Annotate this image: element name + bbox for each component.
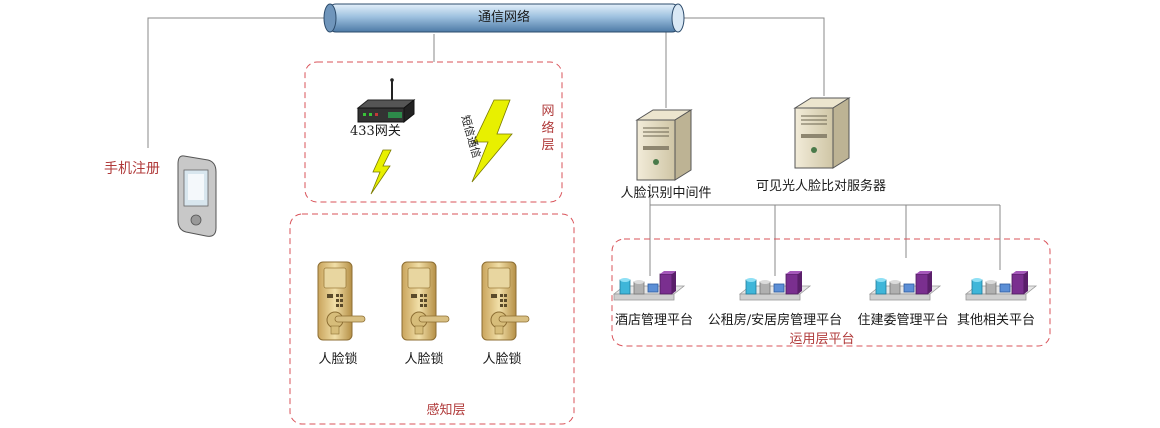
hotel-platform-label: 酒店管理平台 <box>614 313 694 328</box>
gateway-device-icon <box>356 78 416 124</box>
application-layer-title: 运用层平台 <box>789 332 855 347</box>
middleware-server-icon <box>636 109 692 181</box>
face-lock-icon-1 <box>317 261 366 341</box>
face-lock-label-3: 人脸锁 <box>482 352 522 367</box>
perception-layer-title: 感知层 <box>426 403 466 418</box>
face-lock-icon-2 <box>401 261 450 341</box>
line-pipe-to-phone <box>147 17 328 148</box>
middleware-label: 人脸识别中间件 <box>620 186 712 201</box>
other-platform-icon <box>965 270 1037 301</box>
lightning-bolt-small-icon <box>370 149 392 195</box>
perception-layer-box <box>289 213 575 425</box>
line-pipe-to-compare-server <box>680 17 825 96</box>
network-layer-title: 网络层 <box>541 104 555 153</box>
hotel-platform-icon <box>613 270 685 301</box>
network-layer-box <box>304 61 563 203</box>
phone-label: 手机注册 <box>104 161 160 177</box>
housing-platform-icon <box>869 270 941 301</box>
gateway-label: 433网关 <box>350 124 401 139</box>
phone-icon <box>177 155 217 237</box>
face-lock-icon-3 <box>481 261 530 341</box>
housing-platform-label: 住建委管理平台 <box>857 313 949 328</box>
lightning-bolt-large-icon <box>471 99 513 183</box>
network-pipe-label: 通信网络 <box>477 10 531 25</box>
rental-platform-label: 公租房/安居房管理平台 <box>707 313 843 328</box>
face-lock-label-1: 人脸锁 <box>318 352 358 367</box>
compare-server-icon <box>794 97 850 169</box>
other-platform-label: 其他相关平台 <box>956 313 1036 328</box>
application-layer-box <box>611 238 1051 347</box>
face-lock-label-2: 人脸锁 <box>404 352 444 367</box>
network-pipe <box>323 3 685 33</box>
compare-server-label: 可见光人脸比对服务器 <box>755 179 887 194</box>
connection-lines <box>147 17 1001 276</box>
